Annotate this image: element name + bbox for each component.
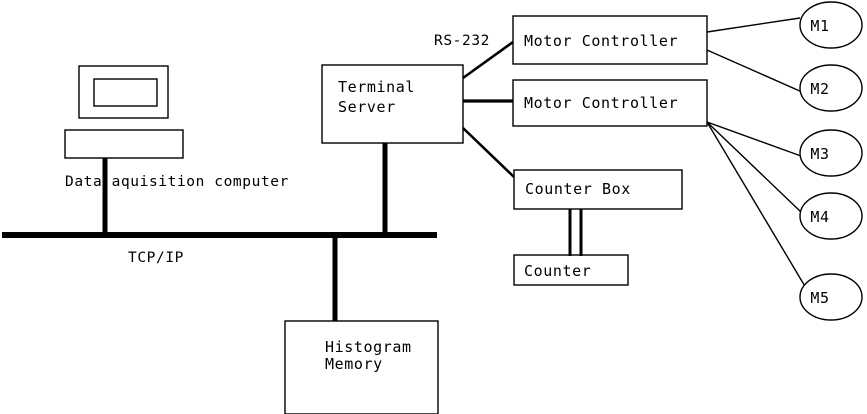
counter-box-box xyxy=(513,169,683,210)
histogram-memory-box xyxy=(284,320,439,414)
motor-controller-2-label: Motor Controller xyxy=(524,94,678,112)
motor-ellipse-m5 xyxy=(799,273,863,321)
motor-label-m1: M1 xyxy=(810,17,829,35)
computer-base xyxy=(64,129,184,159)
motor-controller-2-box xyxy=(512,79,708,127)
counter-box-label: Counter Box xyxy=(525,180,631,198)
counter-label: Counter xyxy=(524,262,591,280)
histogram-memory-label-line2: Memory xyxy=(325,355,383,373)
motor-ellipse-m4 xyxy=(799,192,863,240)
mc1-to-m1-link xyxy=(706,17,801,33)
terminal-server-label-line2: Server xyxy=(338,98,396,116)
terminal-server-label-line1: Terminal xyxy=(338,78,415,96)
mc2-to-m3-link xyxy=(706,121,802,157)
rs232-label: RS-232 xyxy=(434,33,490,49)
motor-ellipse-m2 xyxy=(799,64,863,112)
motor-controller-1-label: Motor Controller xyxy=(524,32,678,50)
motor-ellipse-m3 xyxy=(799,129,863,177)
monitor-screen xyxy=(93,78,158,107)
data-acquisition-computer-label: Data aquisition computer xyxy=(65,174,289,190)
mc1-to-m2-link xyxy=(706,49,803,93)
motor-label-m4: M4 xyxy=(810,208,829,226)
motor-label-m5: M5 xyxy=(810,289,829,307)
terminal-to-counter-box-link xyxy=(462,127,515,178)
motor-label-m2: M2 xyxy=(810,80,829,98)
histogram-memory-label-line1: Histogram xyxy=(325,338,412,356)
motor-ellipse-m1 xyxy=(799,1,863,49)
motor-controller-1-box xyxy=(512,15,708,65)
mc2-to-m5-link xyxy=(706,121,807,289)
terminal-to-motor-controller-1-link xyxy=(462,40,514,80)
tcpip-bus-label: TCP/IP xyxy=(128,250,184,266)
mc2-to-m4-link xyxy=(706,121,803,214)
terminal-server-box xyxy=(321,64,464,144)
motor-label-m3: M3 xyxy=(810,145,829,163)
